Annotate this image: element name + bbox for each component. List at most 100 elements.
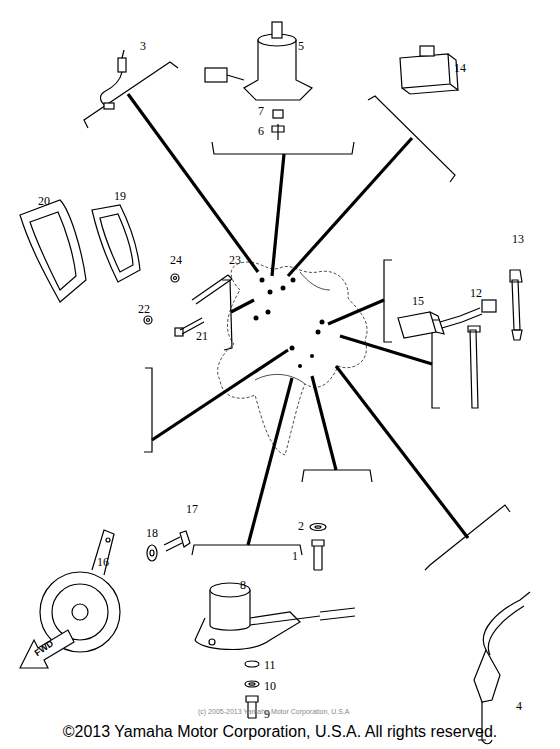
plug-cap-4 <box>474 592 530 744</box>
solenoid-5 <box>227 75 244 80</box>
horn-16 <box>92 530 114 575</box>
cdi-15 <box>430 312 444 334</box>
leader-brackets <box>222 280 232 350</box>
callout-number: 24 <box>170 254 182 266</box>
reflector-20 <box>30 212 76 290</box>
tool-13 <box>510 270 522 340</box>
screw-1 <box>312 540 324 570</box>
tool-12 <box>470 330 478 408</box>
sensor-3 <box>118 58 126 72</box>
leader-stems <box>336 366 468 538</box>
frame-outline <box>218 262 367 455</box>
callout-number: 2 <box>298 520 304 532</box>
hardware-19-group <box>171 274 179 282</box>
washer-10 <box>245 681 259 687</box>
callout-number: 12 <box>470 287 482 299</box>
hardware-19-group <box>144 274 232 336</box>
mount-dots <box>290 346 295 351</box>
leader-stems <box>272 154 284 276</box>
leader-stems <box>312 376 336 470</box>
sensor-3 <box>104 103 114 109</box>
leader-stems <box>128 94 258 272</box>
callout-number: 6 <box>258 125 264 137</box>
tool-12 <box>468 326 480 408</box>
mount-dots <box>291 278 296 283</box>
frame-outline <box>218 262 367 455</box>
relay-14 <box>420 46 434 56</box>
mount-dots <box>320 320 325 325</box>
horn-16 <box>106 538 110 542</box>
coil-8 <box>250 608 355 625</box>
solenoid-5 <box>272 124 284 140</box>
relay-14 <box>400 54 450 88</box>
washer-10 <box>245 681 259 687</box>
leader-brackets <box>84 62 510 570</box>
callout-number: 8 <box>240 579 246 591</box>
leader-stems <box>328 300 384 324</box>
callout-number: 21 <box>196 330 208 342</box>
mount-dots <box>254 278 325 369</box>
callout-number: 3 <box>140 40 146 52</box>
solenoid-5 <box>272 22 282 38</box>
callout-number: 17 <box>186 503 198 515</box>
coil-8 <box>195 612 300 649</box>
cdi-15 <box>482 300 496 312</box>
mount-dots <box>281 286 286 291</box>
callout-number: 7 <box>258 105 264 117</box>
leader-stems <box>340 336 432 364</box>
leader-brackets <box>192 545 302 555</box>
relay-14 <box>400 46 458 94</box>
solenoid-5 <box>273 110 283 118</box>
solenoid-5 <box>205 68 227 82</box>
hardware-19-group <box>192 275 232 304</box>
mount-dots <box>268 290 273 295</box>
leader-stems <box>288 138 412 276</box>
mount-dots <box>266 310 271 315</box>
callout-number: 23 <box>229 254 241 266</box>
callout-number: 13 <box>512 233 524 245</box>
washer-11 <box>245 661 259 667</box>
washer-18 <box>150 550 154 556</box>
leader-stems <box>152 350 288 440</box>
leader-brackets <box>384 260 392 342</box>
coil-8 <box>209 639 215 645</box>
horn-16 <box>52 584 108 640</box>
callout-number: 22 <box>138 303 150 315</box>
reflector-19 <box>92 205 140 282</box>
hardware-19-group <box>174 277 177 280</box>
washer-2 <box>310 524 326 531</box>
bolt-17 <box>164 531 190 551</box>
reflector-19 <box>92 205 140 282</box>
reflector-20 <box>20 200 86 302</box>
hardware-19-group <box>147 319 150 322</box>
callout-number: 11 <box>264 659 276 671</box>
relay-14 <box>402 54 458 94</box>
hardware-19-group <box>144 316 152 324</box>
mount-dots <box>254 316 259 321</box>
leader-stems <box>128 94 468 545</box>
plug-cap-4 <box>474 650 500 702</box>
parts-illustration <box>20 22 530 744</box>
callout-number: 20 <box>38 195 50 207</box>
callout-number: 18 <box>146 527 158 539</box>
screw-1 <box>312 540 324 570</box>
horn-16 <box>40 530 120 652</box>
cdi-15 <box>440 308 482 328</box>
leader-brackets <box>302 470 372 482</box>
washer-18 <box>147 545 157 561</box>
reflector-20 <box>20 200 86 302</box>
mount-dots <box>310 354 314 358</box>
frame-outline <box>255 374 305 384</box>
plug-cap-4 <box>483 592 530 655</box>
mount-dots <box>316 330 321 335</box>
hardware-19-group <box>175 328 183 336</box>
washer-18 <box>147 545 157 561</box>
leader-brackets <box>144 368 152 452</box>
watermark: (c) 2005-2013 Yamaha Motor Corporation, … <box>198 708 349 715</box>
horn-16 <box>72 604 88 620</box>
tool-12 <box>468 326 480 332</box>
tool-13 <box>512 280 520 330</box>
leader-stems <box>248 378 292 545</box>
reflector-19 <box>100 214 133 272</box>
